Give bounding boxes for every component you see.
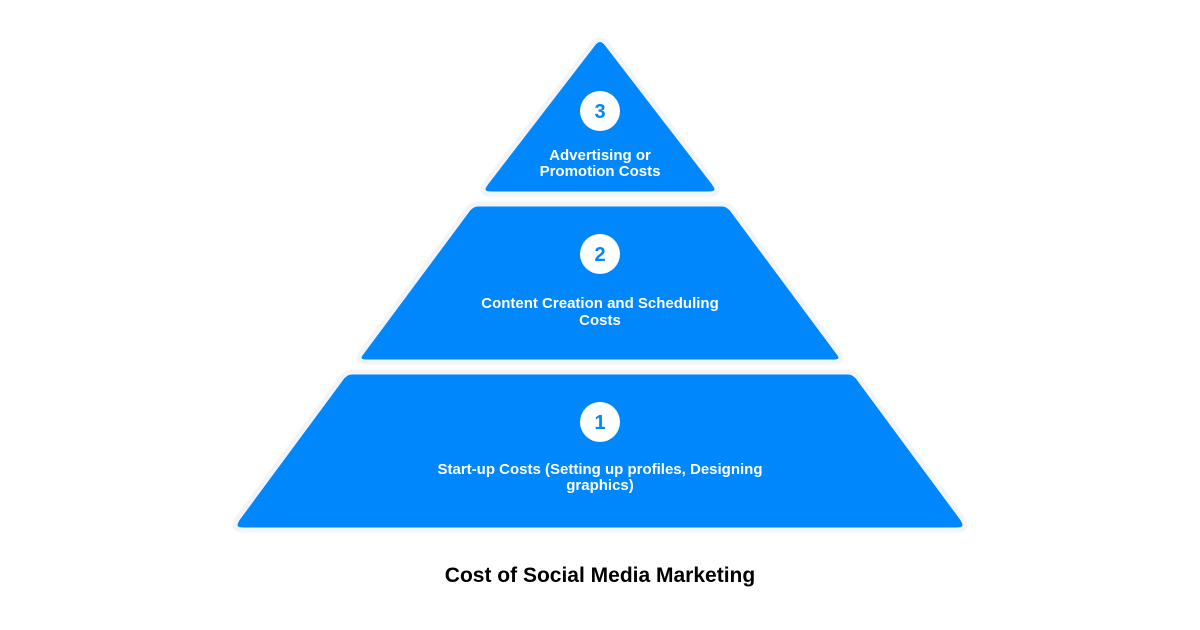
tier-1-badge (580, 402, 620, 442)
pyramid-tier-2: 2 Content Creation and Scheduling Costs (356, 201, 844, 365)
pyramid-tier-1: 1 Start-up Costs (Setting up profiles, D… (232, 369, 968, 533)
diagram-title: Cost of Social Media Marketing (444, 564, 756, 587)
tier-2-label-line-1: Content Creation and Scheduling (481, 295, 719, 312)
tier-2-label-line-2: Costs (579, 312, 621, 329)
tier-3-badge (580, 91, 620, 131)
tier-3-label-line-2: Promotion Costs (540, 163, 661, 180)
tier-2-shape (356, 201, 844, 365)
tier-1-shape (232, 369, 968, 533)
tier-2-badge (580, 234, 620, 274)
tier-1-label-line-2: graphics) (566, 477, 634, 494)
tier-2-number: 2 (594, 244, 605, 266)
tier-1-label-line-1: Start-up Costs (Setting up profiles, Des… (437, 461, 762, 478)
tier-1-number: 1 (594, 412, 605, 434)
pyramid-tier-3: 3 Advertising or Promotion Costs (480, 37, 720, 197)
tier-3-label-line-1: Advertising or (549, 147, 651, 164)
tier-3-number: 3 (594, 101, 605, 123)
